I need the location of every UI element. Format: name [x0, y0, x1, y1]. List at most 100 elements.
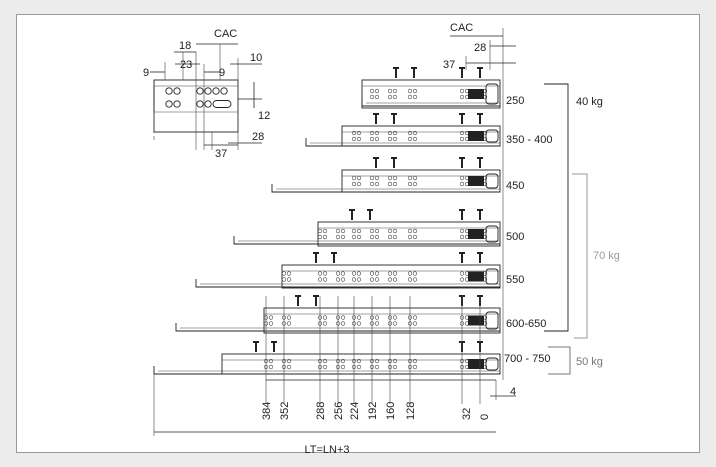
locking-device — [468, 359, 484, 369]
rail-hole — [317, 228, 323, 234]
rail-hole — [286, 364, 292, 370]
dim-12: 12 — [258, 110, 270, 122]
rail-hole — [459, 234, 465, 240]
slide-rail-4 — [195, 252, 501, 289]
rail-hole — [392, 271, 398, 276]
rail-hole — [407, 228, 413, 234]
rail-hole — [459, 136, 465, 142]
rail-body — [361, 79, 501, 109]
rail-hole — [412, 321, 418, 326]
dim-9-left: 9 — [143, 67, 149, 79]
screw — [459, 113, 465, 124]
rail-hole — [459, 277, 465, 282]
rail-hole — [387, 181, 393, 187]
screw — [373, 157, 379, 168]
locking-device — [468, 131, 484, 141]
rail-hole — [369, 130, 375, 136]
rail-extension — [305, 138, 500, 147]
formula-lt: LT=LN+3 — [304, 444, 349, 456]
rail-hole — [351, 271, 357, 276]
rail-hole — [374, 88, 380, 94]
rail-hole — [286, 271, 292, 276]
rail-hole — [412, 315, 418, 320]
screw — [477, 157, 483, 168]
bottom-dim-32: 32 — [461, 408, 473, 420]
rail-hole — [374, 321, 380, 326]
locking-device — [468, 89, 484, 99]
rail-hole — [340, 271, 346, 276]
rail-extension — [233, 236, 500, 245]
rail-hole — [268, 315, 274, 320]
rail-hole — [407, 271, 413, 276]
rail-body — [281, 264, 501, 289]
rail-hole — [392, 181, 398, 187]
rail-hole — [407, 94, 413, 100]
rail-hole — [322, 358, 328, 364]
rail-hole — [356, 234, 362, 240]
rail-hole — [407, 136, 413, 142]
slide-rail-3 — [233, 209, 501, 247]
rail-hole — [351, 277, 357, 282]
screw — [391, 157, 397, 168]
locking-device — [468, 315, 484, 326]
rail-hole — [407, 277, 413, 282]
rail-hole — [459, 181, 465, 187]
rail-hole — [356, 364, 362, 370]
rail-hole — [369, 228, 375, 234]
screw — [459, 157, 465, 168]
rail-hole — [356, 181, 362, 187]
rail-hole — [356, 136, 362, 142]
rail-hole — [459, 94, 465, 100]
rail-front-clip — [485, 357, 499, 371]
rail-hole — [335, 277, 341, 282]
rail-hole — [374, 271, 380, 276]
rail-front-clip — [485, 311, 499, 330]
rail-hole — [356, 271, 362, 276]
slide-label-450: 450 — [506, 180, 524, 192]
rail-hole — [392, 228, 398, 234]
rail-hole — [351, 234, 357, 240]
screw — [349, 209, 355, 220]
rail-hole — [387, 234, 393, 240]
slide-label-600-650: 600-650 — [506, 318, 546, 330]
rail-hole — [407, 234, 413, 240]
rail-hole — [459, 228, 465, 234]
screw — [391, 113, 397, 124]
rail-hole — [387, 271, 393, 276]
rail-hole — [407, 181, 413, 187]
rail-hole — [286, 321, 292, 326]
rail-hole — [387, 277, 393, 282]
rail-hole — [340, 364, 346, 370]
rail-hole — [322, 364, 328, 370]
screw — [367, 209, 373, 220]
rail-hole — [459, 88, 465, 94]
hole-position-lines — [265, 296, 481, 404]
dim-18: 18 — [179, 40, 191, 52]
bottom-dim-128: 128 — [405, 402, 417, 420]
rail-hole — [268, 321, 274, 326]
rail-hole — [412, 228, 418, 234]
rail-hole — [374, 130, 380, 136]
rail-hole — [356, 321, 362, 326]
screw — [373, 113, 379, 124]
rail-hole — [340, 234, 346, 240]
screw — [477, 252, 483, 263]
rail-hole — [387, 175, 393, 181]
cac-label-detail: CAC — [214, 28, 237, 40]
rail-hole — [392, 321, 398, 326]
rail-hole — [356, 277, 362, 282]
rail-body — [317, 221, 501, 247]
rail-hole — [412, 181, 418, 187]
rail-hole — [407, 88, 413, 94]
slide-rail-2 — [271, 157, 501, 193]
rail-hole — [374, 315, 380, 320]
rail-hole — [281, 271, 287, 276]
screw — [459, 252, 465, 263]
rail-hole — [392, 277, 398, 282]
slide-rail-1 — [305, 113, 501, 147]
rail-hole — [374, 175, 380, 181]
rail-hole — [322, 228, 328, 234]
rail-hole — [392, 175, 398, 181]
rail-hole — [340, 228, 346, 234]
screw — [313, 252, 319, 263]
